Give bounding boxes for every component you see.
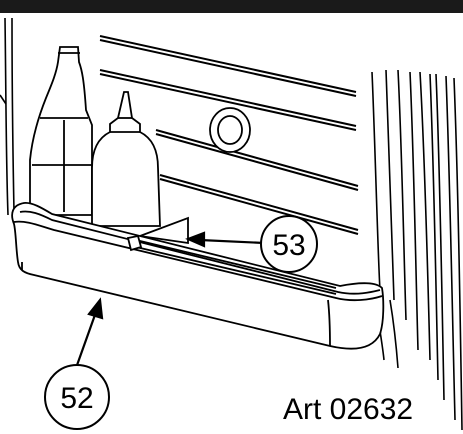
wire-shelves [99, 35, 359, 235]
callout-53-circle [260, 215, 318, 273]
callout-53-arrow [185, 231, 265, 248]
door-gasket-right [371, 69, 463, 431]
callout-52-arrow [74, 297, 104, 369]
callout-52-circle [44, 364, 110, 430]
door-liner-left [0, 17, 15, 216]
callout-52: 52 [44, 364, 110, 430]
control-knob [209, 107, 251, 153]
callout-53: 53 [260, 215, 318, 273]
tall-bottle [29, 46, 93, 216]
callout-53-label: 53 [272, 229, 305, 262]
callout-52-label: 52 [60, 382, 93, 415]
top-band [0, 0, 463, 13]
door-shelf-bin [11, 202, 385, 350]
art-number: Art 02632 [283, 393, 413, 426]
shelf-retainer-bar [126, 216, 337, 295]
squeeze-bottle [91, 91, 161, 227]
